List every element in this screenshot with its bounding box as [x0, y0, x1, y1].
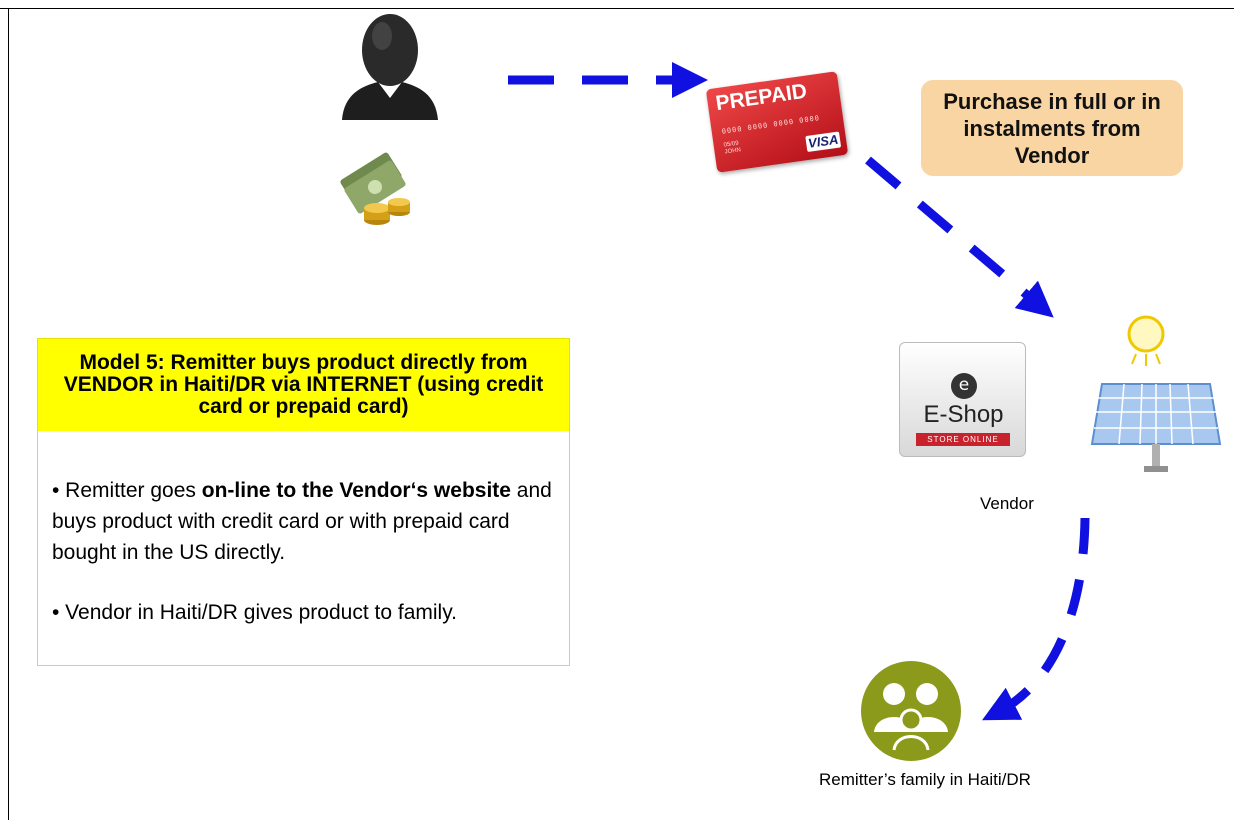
card-number: 0000 0000 0000 0000: [721, 114, 821, 136]
purchase-note: Purchase in full or in instalments from …: [921, 80, 1183, 176]
bullet-1-prefix: • Remitter goes: [52, 479, 202, 502]
visa-logo: VISA: [805, 131, 842, 153]
money-icon: [340, 152, 410, 225]
eshop-tagline-bar: [916, 433, 1010, 446]
family-label: Remitter’s family in Haiti/DR: [819, 770, 1031, 789]
card-small-text: 05/09 JOHN: [723, 140, 742, 156]
model-title: Model 5: Remitter buys product directly …: [38, 339, 569, 431]
bullet-1-suffix: and buys product with credit card or wit…: [52, 479, 552, 564]
bullet-1-bold: on-line to the Vendor‘s website: [201, 479, 511, 502]
arrow-card-to-vendor: [865, 156, 1054, 318]
family-icon: [861, 661, 961, 761]
person-icon: [342, 14, 438, 120]
eshop-tagline: STORE ONLINE: [927, 435, 999, 444]
eshop-symbol: e: [951, 373, 977, 399]
vendor-label: Vendor: [980, 494, 1034, 513]
eshop-icon: e E-Shop STORE ONLINE: [899, 342, 1026, 457]
bullet-online-purchase: • Remitter goes on-line to the Vendor‘s …: [52, 475, 562, 568]
frame-border-left: [8, 8, 9, 820]
bullet-vendor-delivery: • Vendor in Haiti/DR gives product to fa…: [52, 601, 457, 624]
eshop-name: E-Shop: [923, 401, 1004, 428]
solar-panel-icon: [1090, 315, 1222, 472]
model-description-box: Model 5: Remitter buys product directly …: [37, 338, 570, 666]
frame-border-top: [0, 8, 1234, 9]
arrow-vendor-to-family: [982, 517, 1090, 721]
